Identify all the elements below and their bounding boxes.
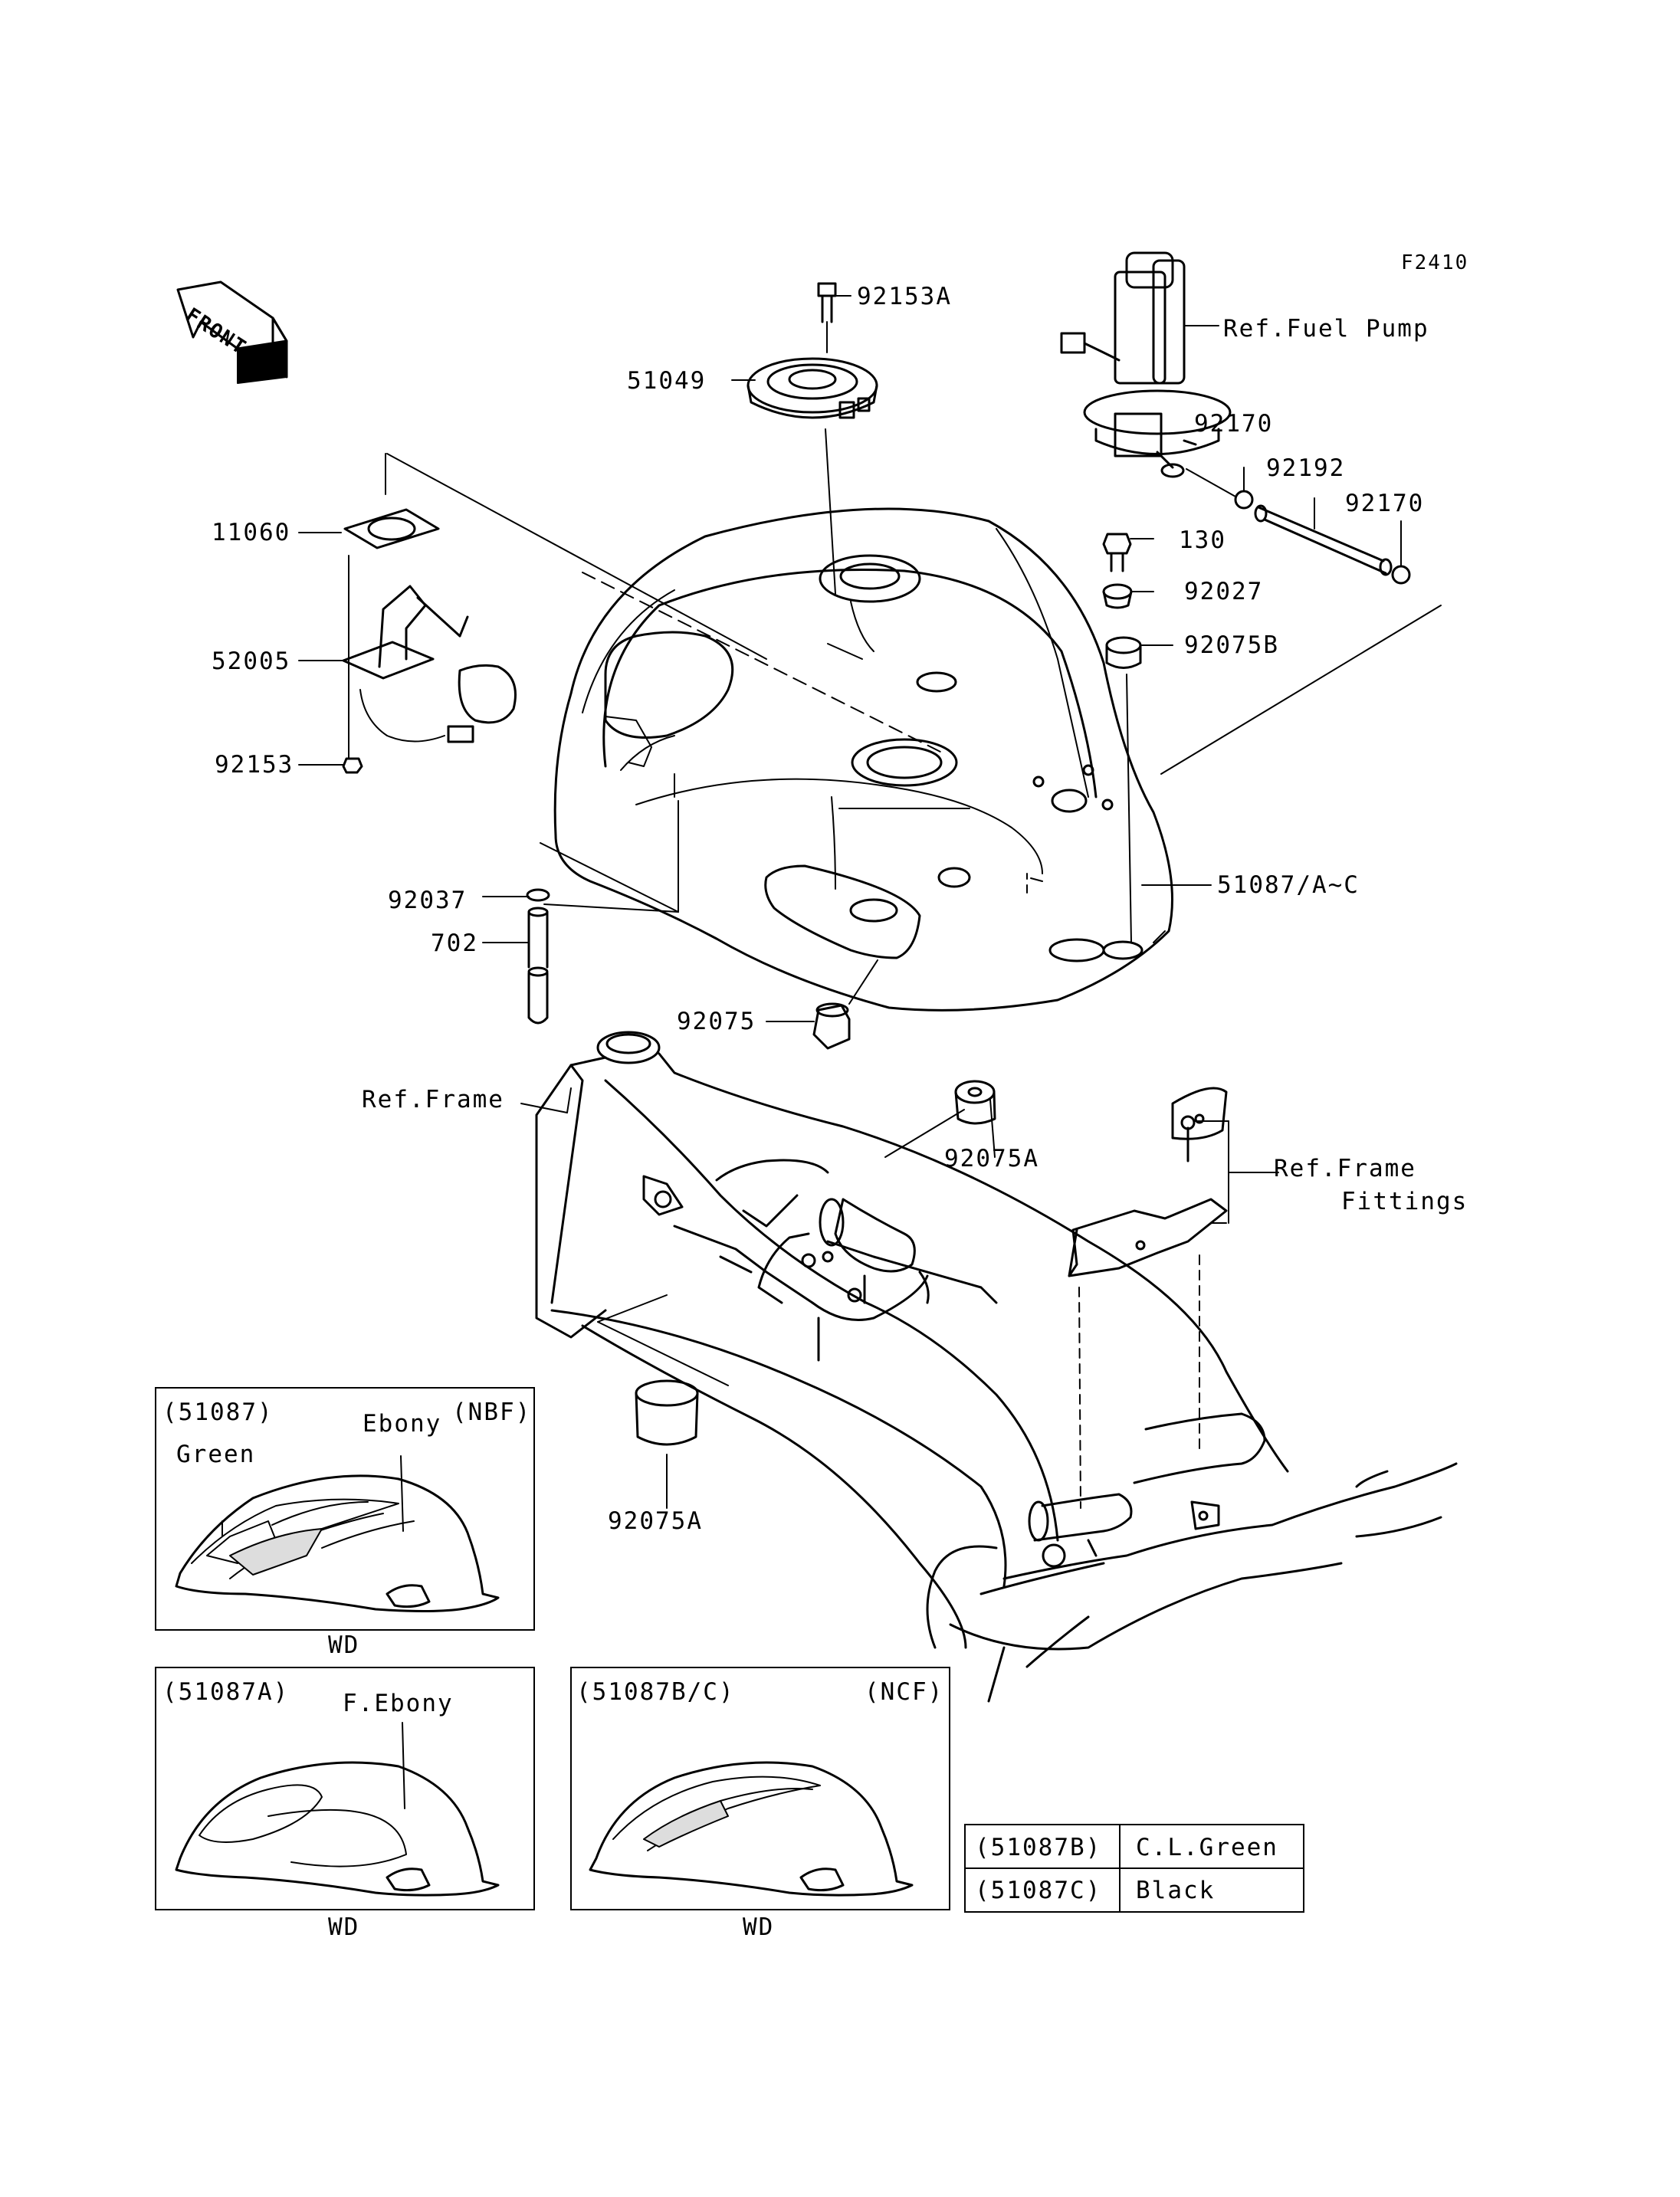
- color-table-color-c: Black: [1136, 1877, 1216, 1904]
- damper-92075A-lower: [635, 1379, 699, 1446]
- callout-92192: 92192: [1266, 454, 1346, 482]
- inset-51087BC-region: (NCF): [865, 1678, 944, 1706]
- front-arrow-icon: [176, 280, 288, 384]
- gasket-11060: [343, 508, 440, 549]
- color-table-code-b: (51087B): [975, 1834, 1102, 1861]
- callout-92037: 92037: [388, 887, 468, 914]
- hose-clamp-92170-left: [1234, 490, 1254, 510]
- color-table-divider-h: [966, 1867, 1303, 1869]
- fuel-hose-92192: [1254, 504, 1393, 576]
- clamp-92037: [526, 888, 550, 902]
- inset-51087-label-ebony: Ebony: [363, 1410, 442, 1438]
- inset-box-51087A: [155, 1667, 535, 1910]
- callout-51087: 51087/A~C: [1217, 871, 1360, 899]
- inset-51087-region: (NBF): [452, 1399, 532, 1426]
- inset-51087A-label-f-ebony: F.Ebony: [343, 1690, 454, 1717]
- color-table-color-b: C.L.Green: [1136, 1834, 1278, 1861]
- inset-51087A-code: (51087A): [162, 1678, 290, 1706]
- callout-130: 130: [1179, 526, 1226, 554]
- inset-51087BC-code: (51087B/C): [576, 1678, 735, 1706]
- inset-box-51087BC: [570, 1667, 950, 1910]
- inset-51087-label-green: Green: [176, 1441, 256, 1468]
- inset-51087BC-footer: WD: [743, 1913, 775, 1941]
- inset-51087A-footer: WD: [328, 1913, 360, 1941]
- callout-ref-frame-fittings-2: Fittings: [1341, 1188, 1468, 1215]
- inset-tank-51087: [175, 1474, 500, 1612]
- damper-92075A-upper: [954, 1080, 996, 1125]
- fuel-pump: [1060, 251, 1232, 478]
- fuel-level-sensor-52005: [342, 585, 517, 743]
- callout-52005: 52005: [212, 648, 291, 675]
- fuel-tank-51087: [553, 507, 1173, 1012]
- color-table-divider-v: [1119, 1825, 1121, 1911]
- callout-92153: 92153: [215, 751, 294, 779]
- frame: [535, 1031, 1458, 1703]
- callout-92170-right: 92170: [1345, 490, 1425, 517]
- callout-ref-frame: Ref.Frame: [362, 1086, 504, 1113]
- callout-92075A-lower: 92075A: [608, 1507, 703, 1535]
- hose-clamp-92170-right: [1391, 565, 1411, 585]
- washer-92027: [1102, 583, 1133, 609]
- inset-51087-code: (51087): [162, 1399, 274, 1426]
- bolt-92153: [342, 757, 363, 774]
- callout-92075A-upper: 92075A: [944, 1145, 1039, 1172]
- callout-92170-left: 92170: [1194, 410, 1274, 438]
- callout-702: 702: [431, 930, 478, 957]
- inset-tank-51087BC: [589, 1761, 914, 1897]
- callout-ref-frame-fittings: Ref.Frame: [1274, 1155, 1416, 1182]
- callout-92153A: 92153A: [857, 283, 952, 310]
- hose-702: [527, 907, 549, 1025]
- fuel-cap-51049: [746, 357, 878, 419]
- color-table-code-c: (51087C): [975, 1877, 1102, 1904]
- color-table: (51087B) C.L.Green (51087C) Black: [964, 1824, 1304, 1913]
- inset-51087-footer: WD: [328, 1631, 360, 1659]
- frame-fittings: [1068, 1115, 1228, 1277]
- callout-11060: 11060: [212, 519, 291, 546]
- bolt-92153A: [817, 282, 837, 323]
- callout-92027: 92027: [1184, 578, 1264, 605]
- callout-51049: 51049: [627, 367, 707, 395]
- diagram-code: F2410: [1401, 251, 1469, 274]
- damper-92075: [812, 1002, 851, 1050]
- callout-92075B: 92075B: [1184, 631, 1279, 659]
- callout-92075: 92075: [677, 1008, 756, 1035]
- bolt-130: [1102, 533, 1132, 572]
- inset-tank-51087A: [175, 1761, 500, 1897]
- inset-box-51087: [155, 1387, 535, 1631]
- damper-92075B: [1105, 636, 1142, 669]
- callout-ref-fuel-pump: Ref.Fuel Pump: [1223, 315, 1429, 343]
